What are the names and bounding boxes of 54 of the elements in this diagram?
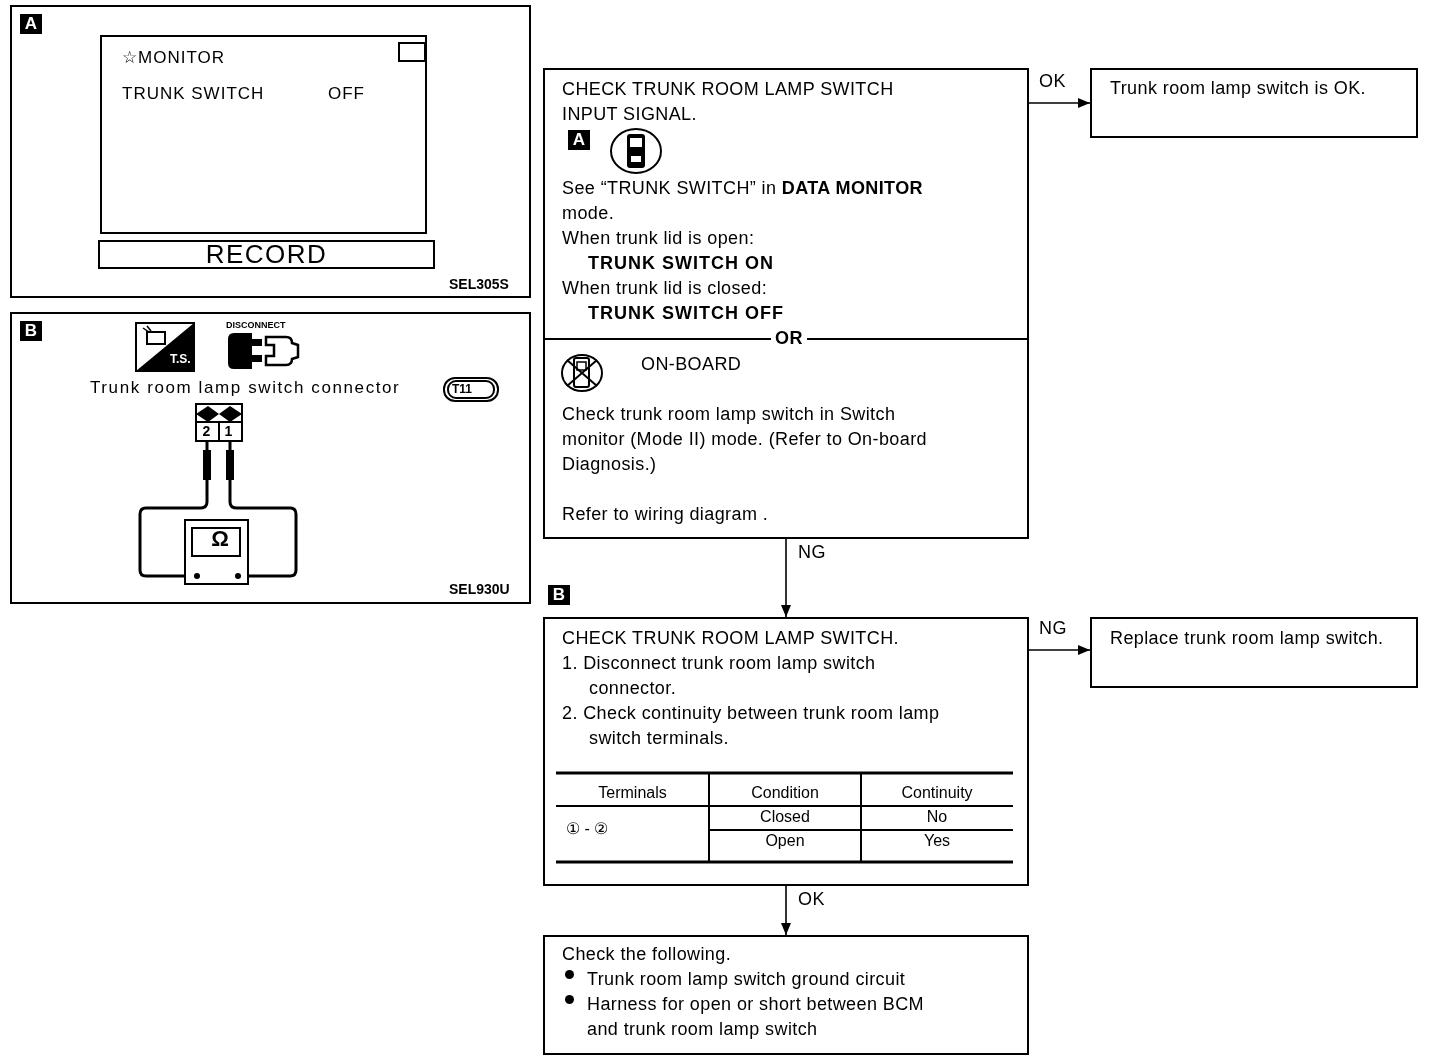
monitor-screen: [100, 35, 427, 234]
pin-number: 1: [223, 423, 234, 439]
screen-text: ☆MONITOR: [122, 47, 226, 69]
instruction-text: When trunk lid is closed:: [562, 277, 769, 300]
result-box: [1090, 617, 1418, 688]
table-cell-text: Yes: [922, 831, 952, 851]
screen-text: TRUNK SWITCH: [122, 83, 266, 105]
figure-panel: [10, 5, 531, 298]
pin-number: 2: [201, 423, 212, 439]
instruction-text: When trunk lid is open:: [562, 227, 756, 250]
table-cell-text: Closed: [759, 807, 811, 827]
table-header: Terminals: [597, 783, 668, 803]
expected-value: TRUNK SWITCH ON: [588, 252, 775, 275]
connector-id: T11: [452, 381, 472, 397]
result-box: [543, 935, 1029, 1055]
table-cell-text: No: [925, 807, 949, 827]
record-bar: [98, 240, 435, 269]
step-heading: CHECK TRUNK ROOM LAMP SWITCH.: [562, 627, 900, 650]
step-text: 1. Disconnect trunk room lamp switch connector.: [562, 652, 877, 700]
instruction-text: See “TRUNK SWITCH” in DATA MONITOR mode.: [562, 177, 924, 225]
step-heading: Check the following.: [562, 943, 733, 966]
reference-badge: A: [568, 130, 590, 150]
reference-badge: B: [548, 585, 570, 605]
figure-panel: [10, 312, 531, 604]
arrow: [1028, 98, 1091, 108]
screen-text: OFF: [328, 83, 366, 105]
figure-code: SEL930U: [449, 580, 510, 598]
step-heading: CHECK TRUNK ROOM LAMP SWITCH INPUT SIGNAL.: [562, 78, 895, 126]
ohm-symbol: Ω: [210, 527, 230, 551]
list-item: Trunk room lamp switch ground circuit: [587, 968, 907, 991]
table-header: Continuity: [900, 783, 974, 803]
instruction-text: Check trunk room lamp switch in Switch monitor (Mode II) mode. (Refer to On-board Diagnosis.): [562, 403, 928, 476]
note-text: Refer to wiring diagram .: [562, 503, 770, 526]
result-box: [1090, 68, 1418, 138]
arrow: [1028, 645, 1091, 655]
result-text: Replace trunk room lamp switch.: [1110, 627, 1385, 650]
icon-caption: T.S.: [170, 352, 191, 366]
expected-value: TRUNK SWITCH OFF: [588, 302, 785, 325]
list-item: Harness for open or short between BCM and trunk room lamp switch: [587, 993, 925, 1041]
record-label: RECORD: [204, 240, 329, 269]
arrow: [781, 538, 791, 618]
connector-label: Trunk room lamp switch connector: [90, 378, 401, 398]
result-text: Trunk room lamp switch is OK.: [1110, 77, 1367, 100]
figure-badge: B: [20, 321, 42, 341]
table-cell-text: ① - ②: [566, 819, 610, 839]
table-cell-text: Open: [764, 831, 806, 851]
method-label: ON-BOARD: [641, 353, 743, 376]
process-box: [543, 68, 1029, 539]
figure-badge: A: [20, 14, 42, 34]
icon-caption: DISCONNECT: [226, 320, 286, 330]
step-text: 2. Check continuity between trunk room lamp switch terminals.: [562, 702, 941, 750]
figure-code: SEL305S: [449, 275, 509, 293]
arrow: [781, 885, 791, 936]
table-header: Condition: [750, 783, 820, 803]
